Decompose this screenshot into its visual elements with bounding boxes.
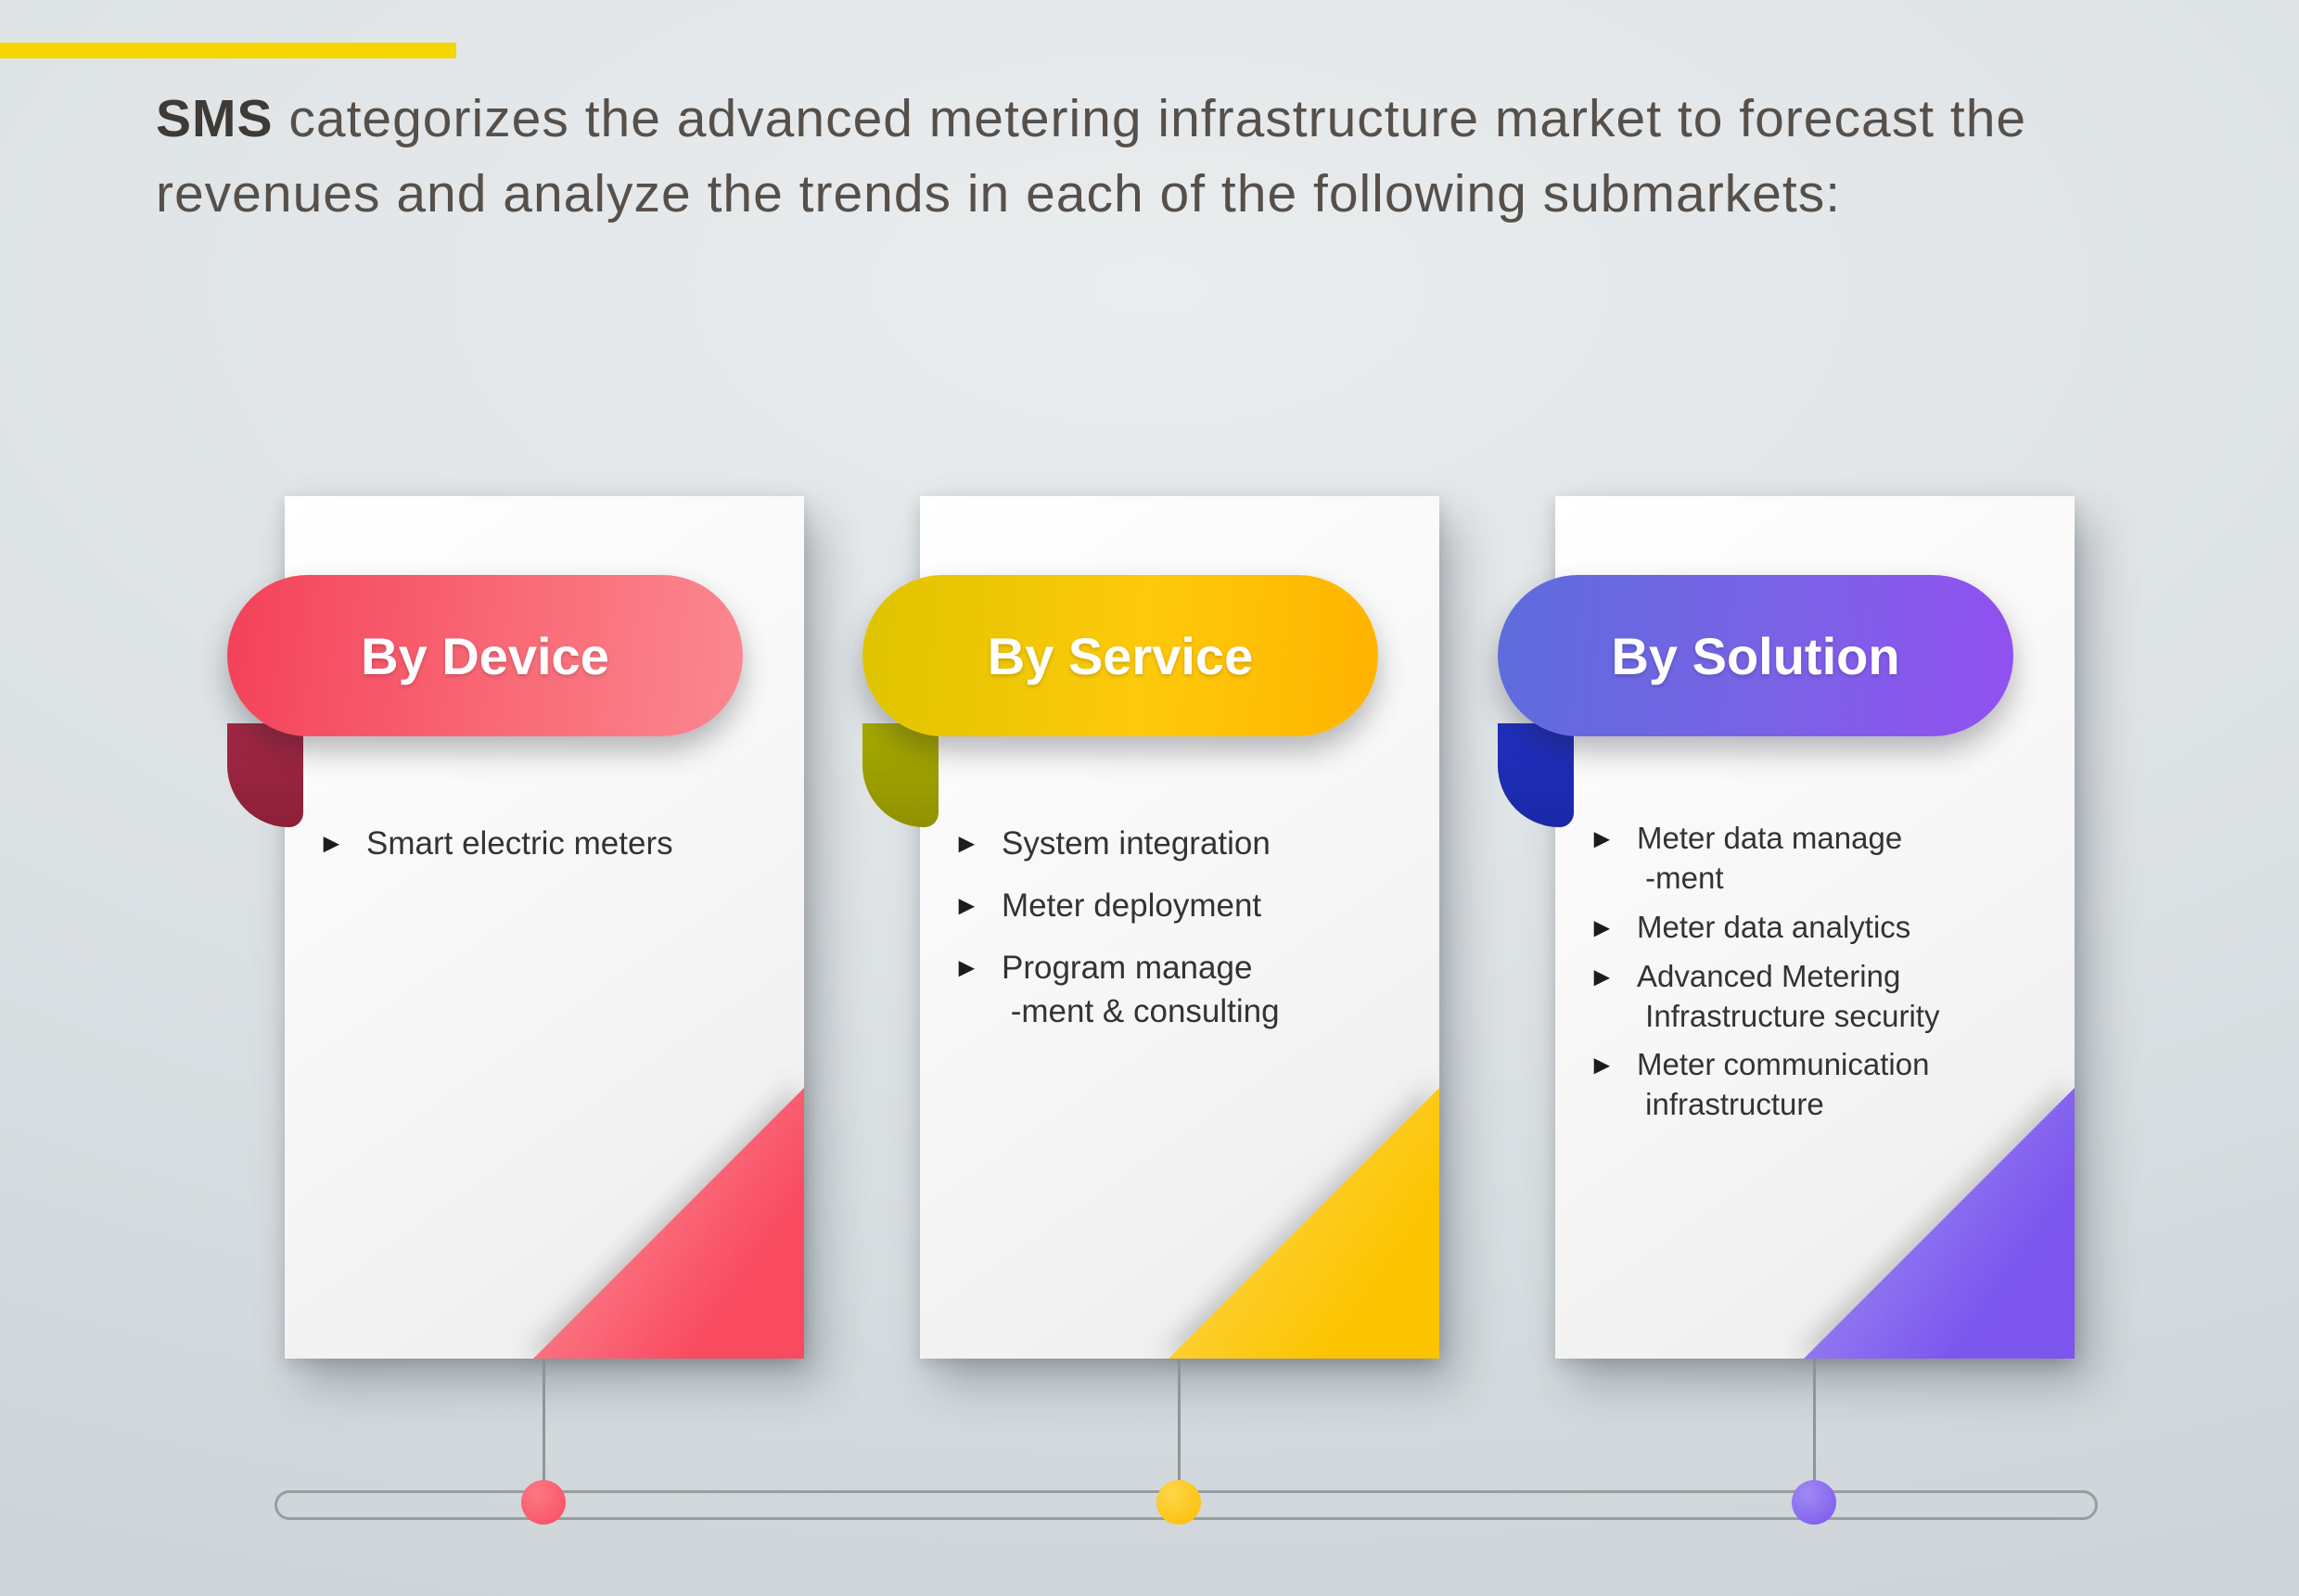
triangle-bullet-icon: ► bbox=[953, 829, 980, 859]
ribbon-by-solution: By Solution bbox=[1498, 575, 2013, 736]
timeline-dot-solution bbox=[1792, 1480, 1836, 1525]
timeline-connector-solution bbox=[1813, 1357, 1816, 1502]
list-item-text: Program manage -ment & consulting bbox=[1002, 949, 1280, 1029]
list-item: ► Smart electric meters bbox=[318, 823, 791, 866]
list-item-text: Meter deployment bbox=[1002, 887, 1262, 924]
ribbon-fold bbox=[227, 723, 303, 827]
card-title: By Solution bbox=[1611, 626, 1900, 685]
corner-triangle bbox=[1169, 1088, 1439, 1359]
triangle-bullet-icon: ► bbox=[1589, 962, 1616, 992]
card-by-device: By Device ► Smart electric meters bbox=[227, 496, 804, 1359]
list-item: ► Meter communication infrastructure bbox=[1589, 1045, 2062, 1125]
corner-triangle-fill bbox=[1169, 1088, 1439, 1359]
timeline-dot-device bbox=[521, 1480, 566, 1525]
list-item-text: Smart electric meters bbox=[366, 825, 673, 862]
ribbon-by-device: By Device bbox=[227, 575, 743, 736]
triangle-bullet-icon: ► bbox=[953, 890, 980, 921]
ribbon-fold bbox=[1498, 723, 1574, 827]
ribbon-fold bbox=[862, 723, 939, 827]
triangle-bullet-icon: ► bbox=[1589, 1051, 1616, 1081]
list-item: ► Meter data analytics bbox=[1589, 908, 2062, 948]
list-item-text: System integration bbox=[1002, 825, 1271, 862]
card-item-list: ► Smart electric meters bbox=[318, 823, 791, 885]
card-by-solution: By Solution ► Meter data manage -ment ► … bbox=[1498, 496, 2075, 1359]
list-item: ► Meter data manage -ment bbox=[1589, 819, 2062, 899]
triangle-bullet-icon: ► bbox=[1589, 824, 1616, 854]
triangle-bullet-icon: ► bbox=[318, 829, 345, 859]
corner-triangle-fill bbox=[1804, 1088, 2075, 1359]
list-item-text: Meter data analytics bbox=[1637, 909, 1911, 944]
headline-text: categorizes the advanced metering infras… bbox=[156, 89, 2027, 223]
timeline-connector-device bbox=[543, 1357, 545, 1502]
ribbon-by-service: By Service bbox=[862, 575, 1378, 736]
top-accent-bar bbox=[0, 43, 456, 58]
list-item-text: Meter communication infrastructure bbox=[1637, 1047, 1930, 1122]
card-by-service: By Service ► System integration ► Meter … bbox=[862, 496, 1439, 1359]
brand-text: SMS bbox=[156, 89, 274, 148]
timeline-connector-service bbox=[1178, 1357, 1181, 1502]
corner-triangle-fill bbox=[533, 1088, 804, 1359]
corner-triangle bbox=[1804, 1088, 2075, 1359]
list-item-text: Meter data manage -ment bbox=[1637, 821, 1903, 895]
card-item-list: ► Meter data manage -ment ► Meter data a… bbox=[1589, 819, 2062, 1134]
list-item: ► Program manage -ment & consulting bbox=[953, 947, 1426, 1034]
card-item-list: ► System integration ► Meter deployment … bbox=[953, 823, 1426, 1053]
triangle-bullet-icon: ► bbox=[1589, 913, 1616, 943]
list-item: ► System integration bbox=[953, 823, 1426, 866]
headline: SMS categorizes the advanced metering in… bbox=[156, 82, 2159, 232]
card-title: By Device bbox=[361, 626, 609, 685]
triangle-bullet-icon: ► bbox=[953, 952, 980, 983]
list-item-text: Advanced Metering Infrastructure securit… bbox=[1637, 958, 1940, 1033]
card-title: By Service bbox=[987, 626, 1254, 685]
list-item: ► Advanced Metering Infrastructure secur… bbox=[1589, 957, 2062, 1037]
timeline-dot-service bbox=[1156, 1480, 1201, 1525]
list-item: ► Meter deployment bbox=[953, 885, 1426, 928]
corner-triangle bbox=[533, 1088, 804, 1359]
